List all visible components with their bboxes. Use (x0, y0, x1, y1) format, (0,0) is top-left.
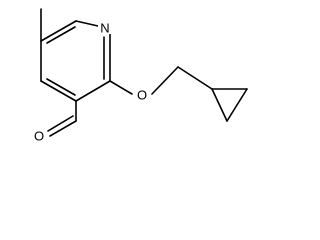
aldehyde-co-double-bond-inner (47, 115, 74, 132)
cyclopropyl-bond-2 (226, 88, 248, 122)
ring-bond-c3-c4-inner (46, 78, 76, 96)
cyclopropyl-ring (211, 88, 248, 122)
aldehyde-group (47, 100, 77, 137)
ring-bond-c2-c3 (75, 80, 111, 102)
aldehyde-oxygen-label: O (34, 129, 44, 144)
ch2-cyclopropyl-bond (177, 66, 213, 90)
ether-oxygen-label: O (137, 88, 147, 103)
nitrogen-label: N (100, 21, 109, 36)
ring-bond-c3-c4 (40, 80, 77, 102)
atom-label-nitrogen: N (98, 21, 111, 36)
aldehyde-co-double-bond (49, 120, 77, 137)
o-ch2-bond (151, 66, 179, 95)
cyclopropyl-bond-1 (211, 88, 228, 122)
chemical-structure-diagram: N O O (32, 8, 248, 144)
atom-label-aldehyde-oxygen: O (32, 129, 46, 144)
ring-o-bond (109, 80, 133, 95)
ring-bond-c6-n1 (75, 20, 99, 27)
cyclopropylmethoxy-chain (109, 66, 213, 95)
pyridine-ring (40, 20, 111, 102)
ring-bond-c5-c6 (40, 20, 77, 42)
atom-label-ether-oxygen: O (135, 88, 148, 103)
ring-bond-c5-c6-inner (46, 26, 76, 44)
